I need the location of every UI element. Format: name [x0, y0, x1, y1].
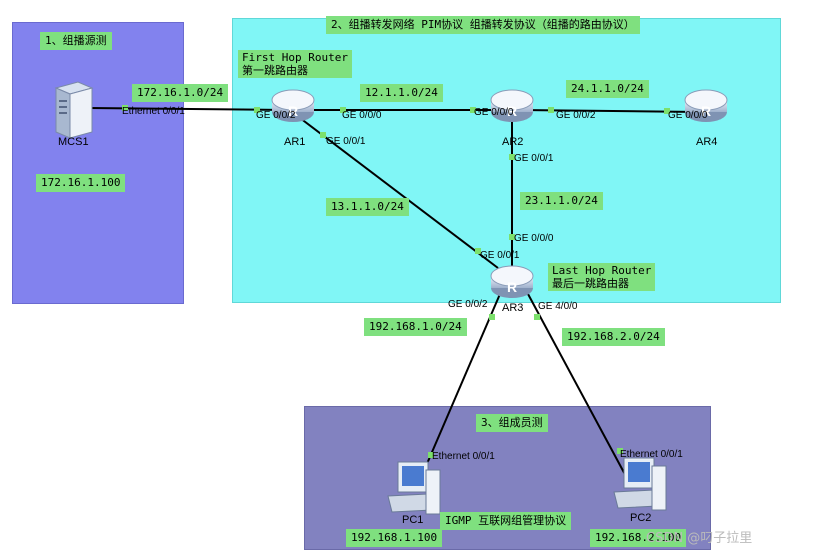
network-ar3-pc1: 192.168.1.0/24	[364, 318, 467, 336]
port-dot-mcs1	[122, 105, 128, 111]
member-zone-title: 3、组成员测	[476, 414, 548, 432]
pc2-name: PC2	[630, 512, 652, 524]
ar1-name: AR1	[284, 136, 306, 148]
port-dot-ar3-ge001	[475, 248, 481, 254]
router-icon-ar1: R	[271, 89, 315, 122]
pc1-ip: 192.168.1.100	[346, 529, 443, 547]
multicast-source-zone	[12, 22, 184, 304]
ar2-name: AR2	[502, 136, 524, 148]
link-ar3-pc2	[527, 293, 629, 481]
port-ar1-ge002: GE 0/0/2	[256, 110, 296, 121]
network-ar2-ar4: 24.1.1.0/24	[566, 80, 649, 98]
ar3-name: AR3	[502, 302, 524, 314]
port-dot-ar1-ge002	[254, 107, 260, 113]
port-ar3-ge000: GE 0/0/0	[514, 233, 554, 244]
link-mcs1-ar1	[87, 107, 287, 111]
router-icon-ar2: R	[490, 89, 534, 122]
watermark: CSDN @叼子拉里	[646, 531, 753, 546]
port-dot-ar2-ge001	[509, 154, 515, 160]
port-ar1-ge001: GE 0/0/1	[326, 136, 366, 147]
pc-icon-pc2	[613, 457, 667, 511]
source-zone-title: 1、组播源测	[40, 32, 112, 50]
svg-text:R: R	[507, 279, 517, 295]
port-dot-ar2-ge000	[470, 107, 476, 113]
port-ar3-ge002: GE 0/0/2	[448, 299, 488, 310]
link-ar1-ar3	[299, 117, 499, 269]
first-hop-en: First Hop Router	[242, 51, 348, 64]
network-ar1-ar2: 12.1.1.0/24	[360, 84, 443, 102]
port-pc2-eth: Ethernet 0/0/1	[620, 449, 683, 460]
mcs1-name: MCS1	[58, 136, 89, 148]
pc2-ip: 192.168.2.100	[590, 529, 687, 547]
mcs1-ip: 172.16.1.100	[36, 174, 126, 192]
port-ar2-ge002: GE 0/0/2	[556, 110, 596, 121]
first-hop-router-note: First Hop Router 第一跳路由器	[238, 50, 352, 78]
port-ar3-ge001: GE 0/0/1	[480, 250, 520, 261]
last-hop-en: Last Hop Router	[552, 264, 652, 277]
port-dot-pc2	[617, 448, 623, 454]
port-dot-ar3-ge000	[509, 234, 515, 240]
forwarding-zone-title: 2、组播转发网络 PIM协议 组播转发协议（组播的路由协议）	[326, 16, 640, 34]
svg-text:R: R	[701, 103, 711, 119]
svg-text:R: R	[288, 103, 298, 119]
igmp-note: IGMP 互联网组管理协议	[440, 512, 572, 530]
last-hop-cn: 最后一跳路由器	[552, 277, 629, 290]
pc-icon-pc1	[387, 461, 441, 515]
router-icon-ar4: R	[684, 89, 728, 122]
svg-text:R: R	[507, 103, 517, 119]
port-dot-ar2-ge002	[548, 107, 554, 113]
port-ar4-ge000: GE 0/0/0	[668, 110, 708, 121]
port-dot-ar3-ge400	[534, 314, 540, 320]
port-dot-ar1-ge000	[340, 107, 346, 113]
port-pc1-eth: Ethernet 0/0/1	[432, 451, 495, 462]
port-mcs1-eth: Ethernet 0/0/1	[122, 106, 185, 117]
network-ar3-pc2: 192.168.2.0/24	[562, 328, 665, 346]
pc1-name: PC1	[402, 514, 424, 526]
port-dot-pc1	[428, 452, 434, 458]
link-ar3-pc1	[419, 293, 501, 481]
port-dot-ar3-ge002	[489, 314, 495, 320]
network-ar2-ar3: 23.1.1.0/24	[520, 192, 603, 210]
router-icon-ar3: R	[490, 265, 534, 298]
server-icon-mcs1	[54, 81, 94, 139]
first-hop-cn: 第一跳路由器	[242, 64, 308, 77]
port-dot-ar1-ge001	[320, 132, 326, 138]
network-mcs-ar1: 172.16.1.0/24	[132, 84, 229, 102]
ar4-name: AR4	[696, 136, 718, 148]
port-ar1-ge000: GE 0/0/0	[342, 110, 382, 121]
network-ar1-ar3: 13.1.1.0/24	[326, 198, 409, 216]
port-dot-ar4-ge000	[664, 108, 670, 114]
port-ar3-ge400: GE 4/0/0	[538, 301, 578, 312]
port-ar2-ge001: GE 0/0/1	[514, 153, 554, 164]
last-hop-router-note: Last Hop Router 最后一跳路由器	[548, 263, 656, 291]
port-ar2-ge000: GE 0/0/0	[474, 107, 514, 118]
